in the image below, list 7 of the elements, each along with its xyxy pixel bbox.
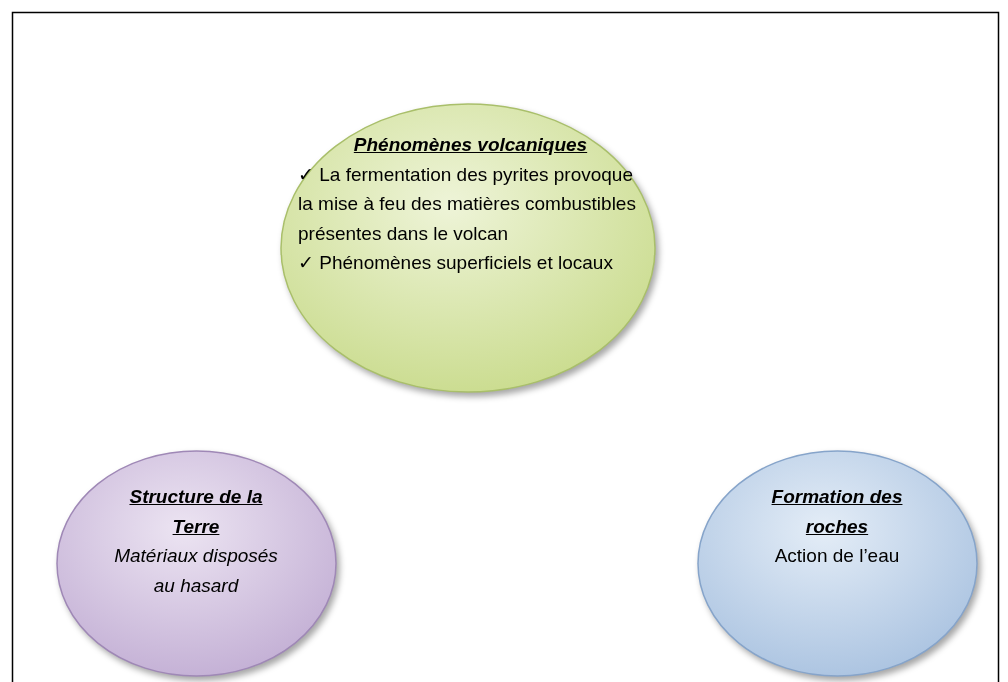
node-heading: Phénomènes volcaniques xyxy=(352,133,589,157)
node-heading: Structure de la Terre xyxy=(128,485,264,539)
node-heading: Formation des roches xyxy=(770,485,904,539)
node-text: Matériaux disposés au hasard xyxy=(113,544,279,598)
node-text: Action de l’eau xyxy=(773,544,901,569)
node-text: ✓ La fermentation des pyrites provoque la mise à feu des matières combustibles présentes dans le volcan xyxy=(298,162,637,246)
node-text: ✓ Phénomènes superficiels et locaux xyxy=(298,251,614,276)
